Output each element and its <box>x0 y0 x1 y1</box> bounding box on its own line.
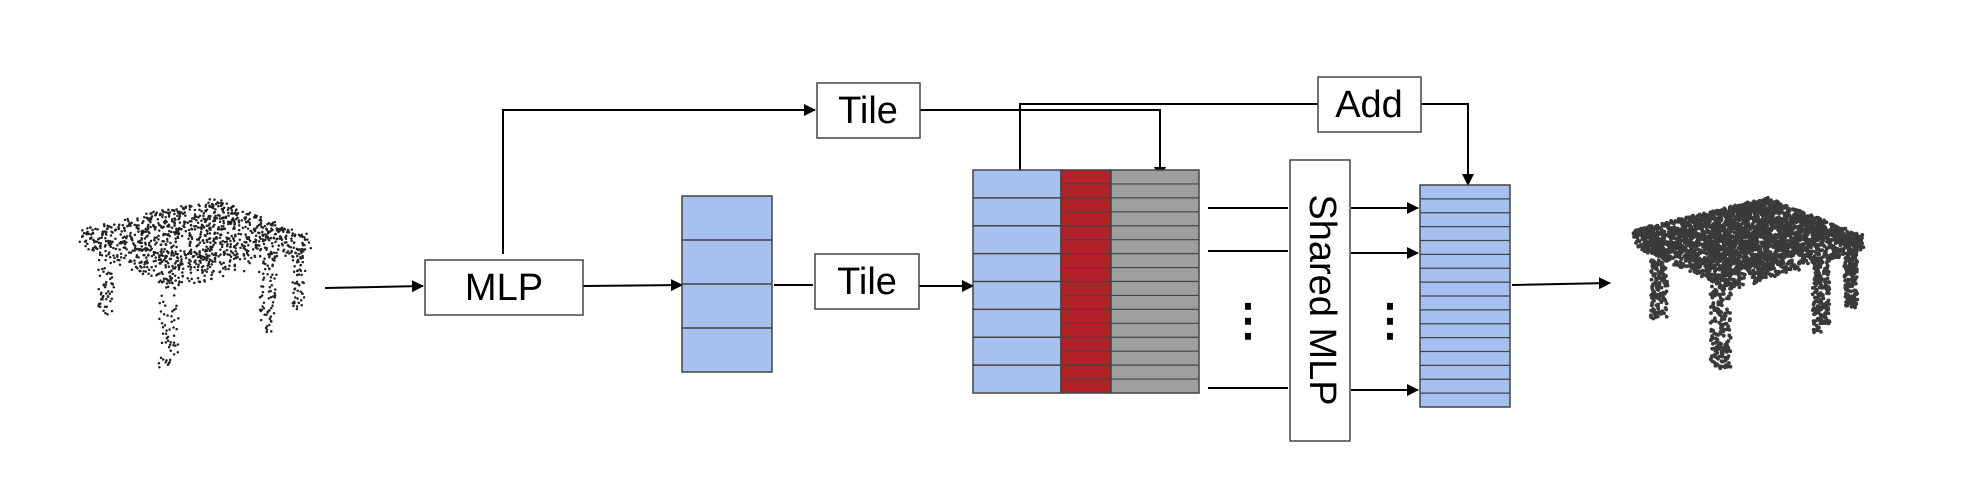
shared-mlp-box: Shared MLP <box>1290 160 1350 441</box>
add-label: Add <box>1335 84 1403 126</box>
input-point-cloud <box>79 198 312 368</box>
global-feature-vector <box>682 196 772 372</box>
mlp-box: MLP <box>425 260 583 315</box>
tile-top-label: Tile <box>838 90 898 132</box>
shared-mlp-label: Shared MLP <box>1301 194 1343 405</box>
add-box: Add <box>1318 77 1421 132</box>
tile-top-box: Tile <box>817 83 920 138</box>
output-point-cloud <box>1632 196 1866 370</box>
arrow-add-to-output <box>1421 104 1468 185</box>
arrow-tile-top-to-matrix <box>920 110 1160 178</box>
line-matrix-to-add <box>1020 104 1318 170</box>
ellipsis-after-shared-mlp: ⋮ <box>1368 296 1412 345</box>
ellipsis-before-shared-mlp: ⋮ <box>1226 296 1270 345</box>
tile-mid-label: Tile <box>837 261 897 303</box>
arrow-to-output-cloud <box>1512 283 1610 285</box>
tile-mid-box: Tile <box>815 254 919 309</box>
mlp-label: MLP <box>465 267 543 309</box>
connectors <box>325 104 1610 390</box>
arrow-input-to-mlp <box>325 286 423 288</box>
arrow-mlp-to-feature <box>582 285 682 286</box>
output-feature-matrix <box>1420 185 1510 407</box>
concat-matrix <box>973 170 1199 393</box>
